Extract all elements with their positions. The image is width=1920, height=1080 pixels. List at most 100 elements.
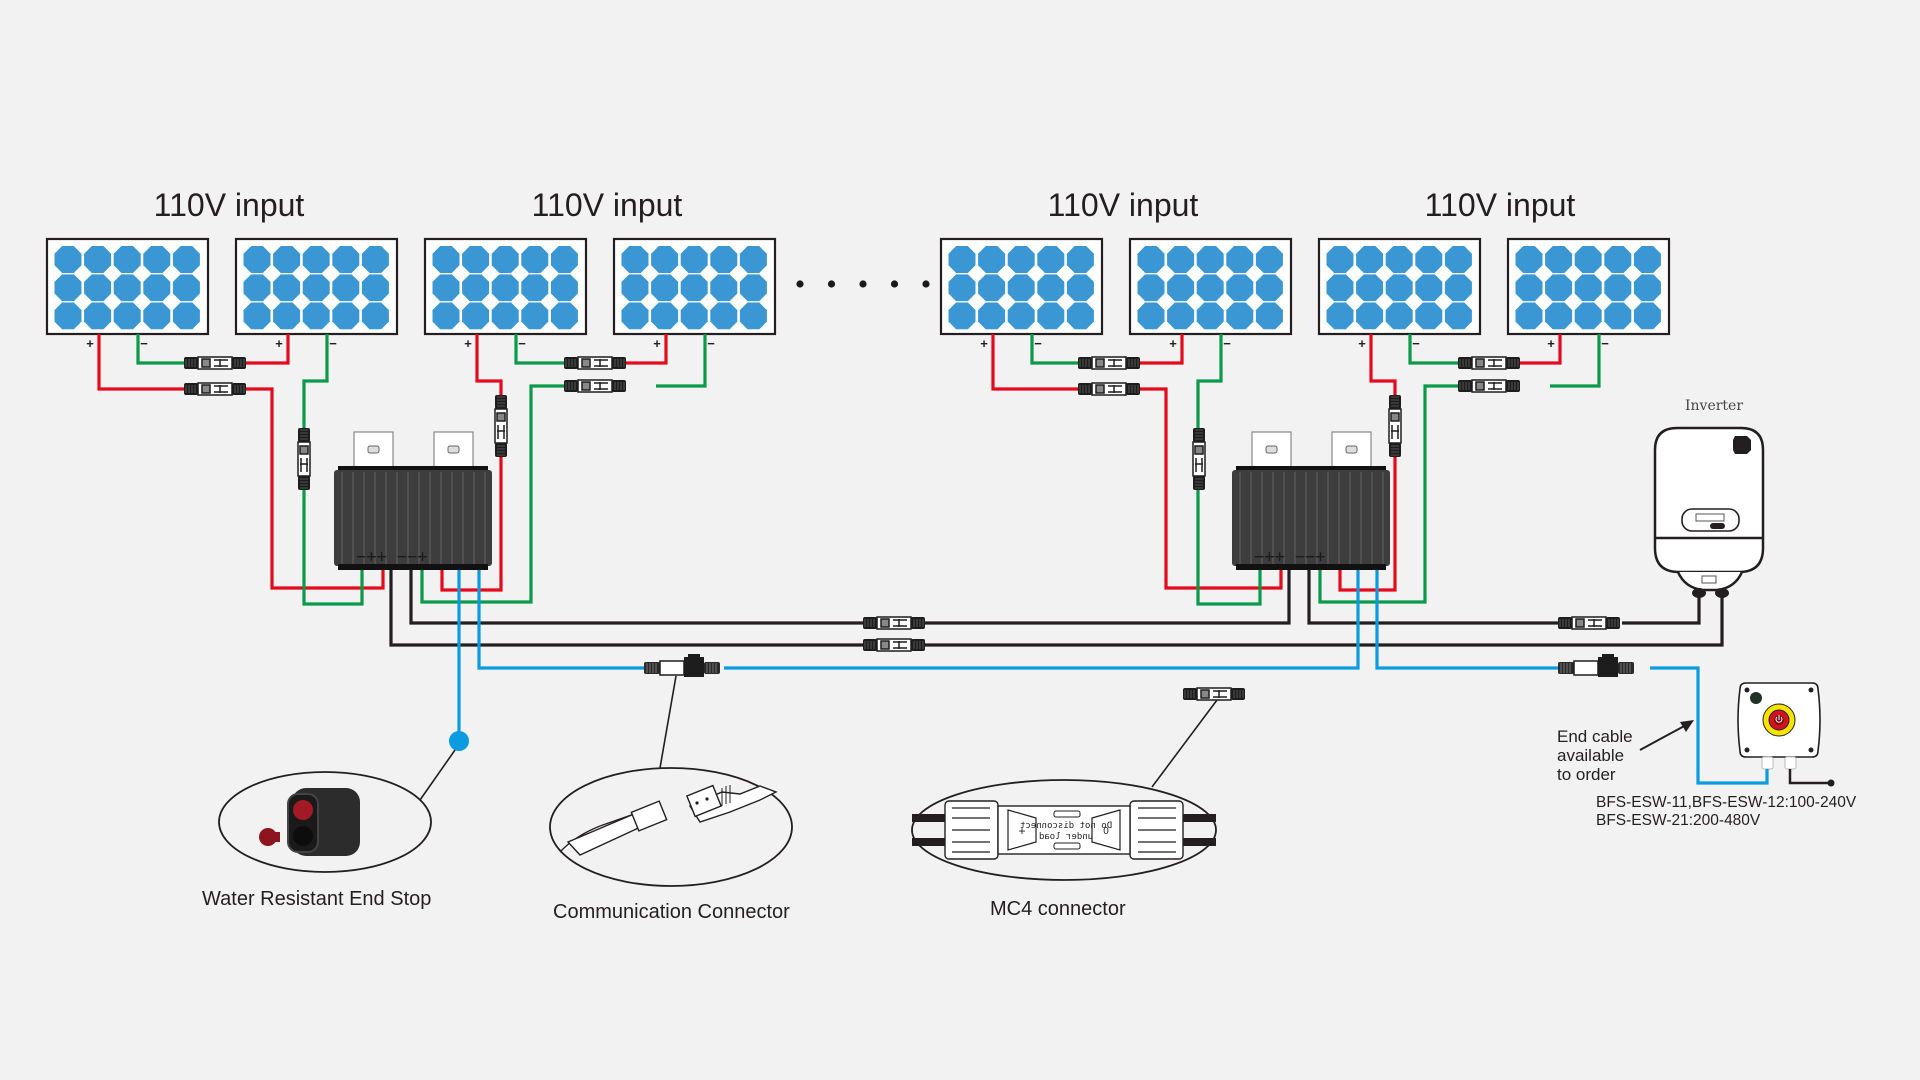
solar-cell (273, 274, 301, 302)
negative-terminal-label: − (1034, 336, 1042, 351)
solar-cell (1326, 246, 1354, 273)
negative-wire (302, 490, 364, 606)
communication-cable (724, 568, 1360, 670)
dc-bus-negative (389, 568, 1702, 647)
solar-cell (1515, 302, 1543, 330)
solar-cell (432, 246, 460, 273)
solar-cell (432, 274, 460, 302)
solar-cell (1604, 246, 1632, 273)
positive-wire (440, 456, 503, 592)
solar-cell (1633, 246, 1661, 273)
positive-wire (626, 334, 668, 365)
solar-cell (462, 246, 490, 273)
solar-cell (143, 274, 171, 302)
negative-wire (302, 334, 329, 428)
solar-cell (1226, 246, 1254, 273)
ellipsis-dot (859, 280, 867, 288)
communication-cable-end (1650, 666, 1769, 785)
status-led-icon (1750, 692, 1762, 704)
optimizer: −++ −−+ (334, 431, 492, 570)
positive-wire (246, 334, 290, 365)
solar-cell (739, 246, 767, 273)
solar-cell (273, 302, 301, 330)
solar-cell (243, 274, 271, 302)
negative-wire (514, 334, 564, 365)
solar-cell (1196, 274, 1224, 302)
solar-cell (113, 302, 141, 330)
solar-cell (710, 302, 738, 330)
solar-cell (1066, 274, 1094, 302)
solar-cell (1066, 302, 1094, 330)
negative-wire (1408, 334, 1458, 365)
solar-panel: +− (939, 237, 1104, 351)
end-cable-note-line-3: to order (1557, 765, 1616, 784)
solar-cell (521, 302, 549, 330)
group-heading-2: 110V input (531, 187, 683, 223)
mc4-connector-caption: MC4 connector (990, 898, 1126, 920)
solar-cell (302, 274, 330, 302)
negative-wire (1550, 334, 1601, 388)
solar-cell (113, 274, 141, 302)
solar-cell (1196, 302, 1224, 330)
group-heading-4: 110V input (1424, 187, 1576, 223)
solar-cell (302, 302, 330, 330)
solar-cell (1415, 274, 1443, 302)
solar-panel: +− (612, 237, 777, 351)
mc4-connector-callout: + 0 Do not disconnect under load (911, 687, 1246, 881)
negative-terminal-label: − (1412, 336, 1420, 351)
ellipsis-dot (922, 280, 930, 288)
spec-line-2: BFS-ESW-21:200-480V (1596, 812, 1761, 829)
solar-panel: +− (1317, 237, 1482, 351)
solar-cell (1415, 246, 1443, 273)
water-resistant-end-stop-callout (218, 771, 432, 873)
solar-cell (432, 302, 460, 330)
positive-terminal-label: + (86, 336, 94, 351)
solar-cell (332, 302, 360, 330)
solar-cell (1255, 274, 1283, 302)
mc4-connector (1457, 356, 1521, 370)
solar-cell (1007, 274, 1035, 302)
negative-terminal-label: − (707, 336, 715, 351)
solar-cell (1037, 246, 1065, 273)
solar-cell (1545, 274, 1573, 302)
mc4-connector (1557, 616, 1621, 630)
solar-cell (948, 274, 976, 302)
mc4-connector (183, 356, 247, 370)
solar-cell (1545, 302, 1573, 330)
solar-cell (491, 246, 519, 273)
solar-cell (1385, 302, 1413, 330)
communication-connector (643, 653, 721, 678)
mc4-connector (1077, 382, 1141, 396)
solar-cell (1255, 246, 1283, 273)
solar-cell (1255, 302, 1283, 330)
positive-terminal-label: + (653, 336, 661, 351)
solar-cell (1545, 246, 1573, 273)
mc4-connector (862, 616, 926, 630)
solar-cell (1167, 302, 1195, 330)
solar-cell (1007, 302, 1035, 330)
solar-cell (550, 246, 578, 273)
ellipsis-dot (796, 280, 804, 288)
end-stop-marker (449, 731, 469, 751)
solar-cell (1007, 246, 1035, 273)
solar-cell (621, 302, 649, 330)
solar-cell (680, 302, 708, 330)
positive-wire (1338, 456, 1397, 592)
solar-cell (1604, 302, 1632, 330)
solar-cell (1226, 302, 1254, 330)
dc-bus-link (409, 568, 1291, 625)
ellipsis-dot (890, 280, 899, 288)
optimizer-terminal-labels: −++ −−+ (356, 547, 428, 567)
group-heading-1: 110V input (153, 187, 305, 223)
solar-cell (948, 302, 976, 330)
positive-wire (1520, 334, 1562, 365)
solar-cell (172, 274, 200, 302)
solar-cell (1633, 274, 1661, 302)
solar-cell (621, 246, 649, 273)
spec-line-1: BFS-ESW-11,BFS-ESW-12:100-240V (1596, 794, 1857, 811)
negative-wire (1030, 334, 1078, 365)
solar-cell (1356, 302, 1384, 330)
solar-cell (651, 274, 679, 302)
emergency-stop-switch (1737, 682, 1835, 787)
